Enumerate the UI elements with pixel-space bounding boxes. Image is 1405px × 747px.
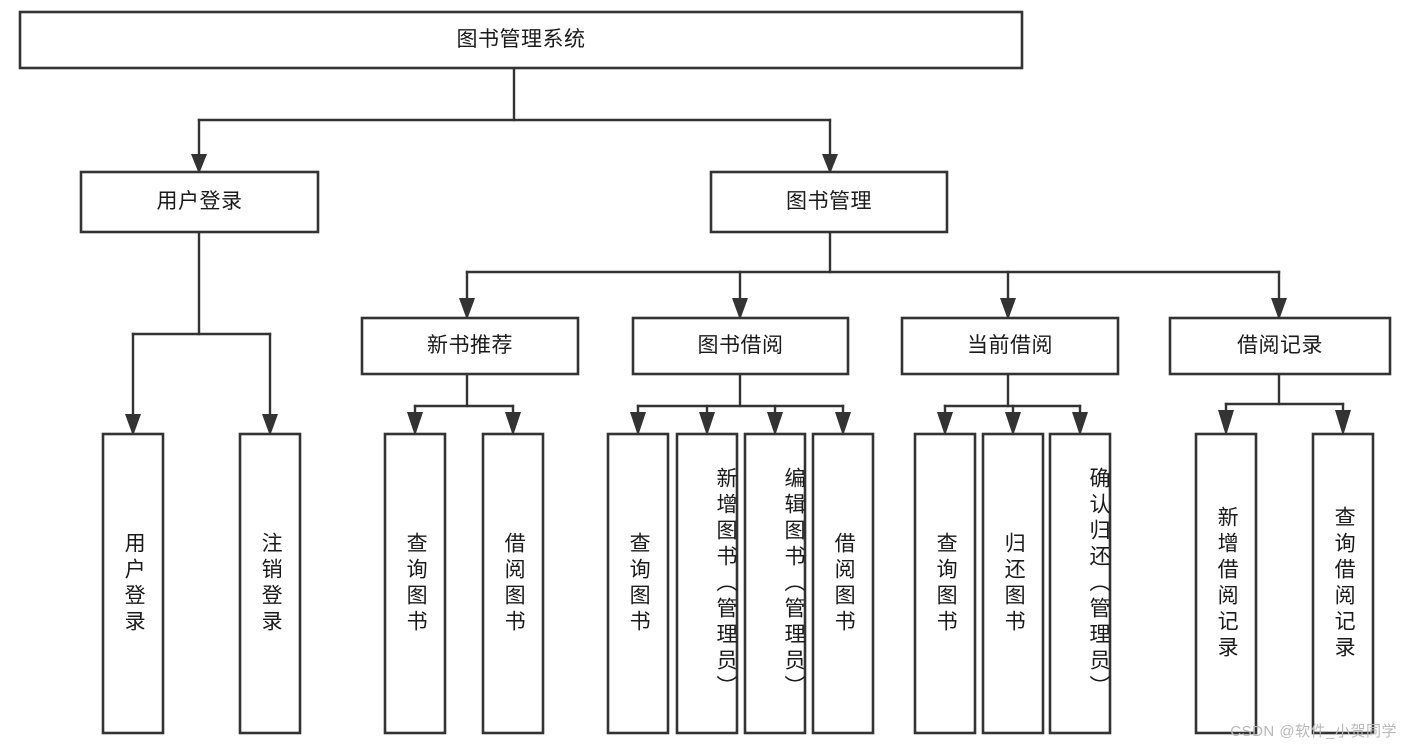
arrow-head-record-add (1218, 410, 1234, 436)
node-box-book-borrow[interactable] (631, 316, 850, 376)
node-box-borrow-add-book[interactable] (675, 432, 739, 735)
arrow-head-current-return (1005, 412, 1021, 436)
arrow-head-current-confirm (1072, 412, 1088, 436)
node-box-current-borrow[interactable] (900, 316, 1120, 376)
arrow-head-user-login (191, 154, 207, 174)
node-box-borrow-query-book[interactable] (606, 432, 670, 735)
node-box-recommend-query-book[interactable] (383, 432, 447, 735)
node-box-borrow-borrow-book[interactable] (811, 432, 875, 735)
arrow-head-borrow-record (1271, 298, 1287, 320)
node-box-borrow-record[interactable] (1168, 316, 1392, 376)
node-box-user-login-login[interactable] (101, 432, 165, 735)
node-box-book-management[interactable] (709, 170, 949, 234)
arrow-head-recommend-query (407, 412, 423, 436)
node-box-current-confirm-return[interactable] (1048, 432, 1112, 735)
arrow-head-leaf-logout (262, 414, 278, 436)
arrow-head-current-query (937, 412, 953, 436)
node-box-record-query-record[interactable] (1311, 432, 1375, 735)
arrow-head-new-book-recommend (459, 298, 475, 320)
arrow-head-borrow-edit (767, 412, 783, 436)
node-boxes-group (18, 10, 1392, 735)
node-box-root[interactable] (18, 10, 1024, 70)
node-box-user-login-logout[interactable] (238, 432, 302, 735)
node-box-recommend-borrow-book[interactable] (481, 432, 545, 735)
node-box-record-add-record[interactable] (1194, 432, 1258, 735)
arrow-head-leaf-user-login (125, 414, 141, 436)
arrow-head-borrow-borrow (835, 412, 851, 436)
node-box-borrow-edit-book[interactable] (743, 432, 807, 735)
arrow-head-borrow-add (699, 412, 715, 436)
node-box-new-book-recommend[interactable] (360, 316, 580, 376)
connector-lines-group (125, 66, 1351, 436)
arrow-head-book-management (822, 154, 838, 174)
csdn-watermark: CSDN @软件_小贺同学 (1230, 723, 1397, 740)
arrow-head-record-query (1335, 410, 1351, 436)
node-box-current-query-book[interactable] (913, 432, 977, 735)
arrow-head-borrow-query (630, 412, 646, 436)
node-box-current-return-book[interactable] (981, 432, 1045, 735)
arrow-head-book-borrow (732, 298, 748, 320)
node-box-user-login[interactable] (79, 170, 320, 234)
arrow-head-current-borrow (1000, 298, 1016, 320)
arrow-head-recommend-borrow (505, 412, 521, 436)
